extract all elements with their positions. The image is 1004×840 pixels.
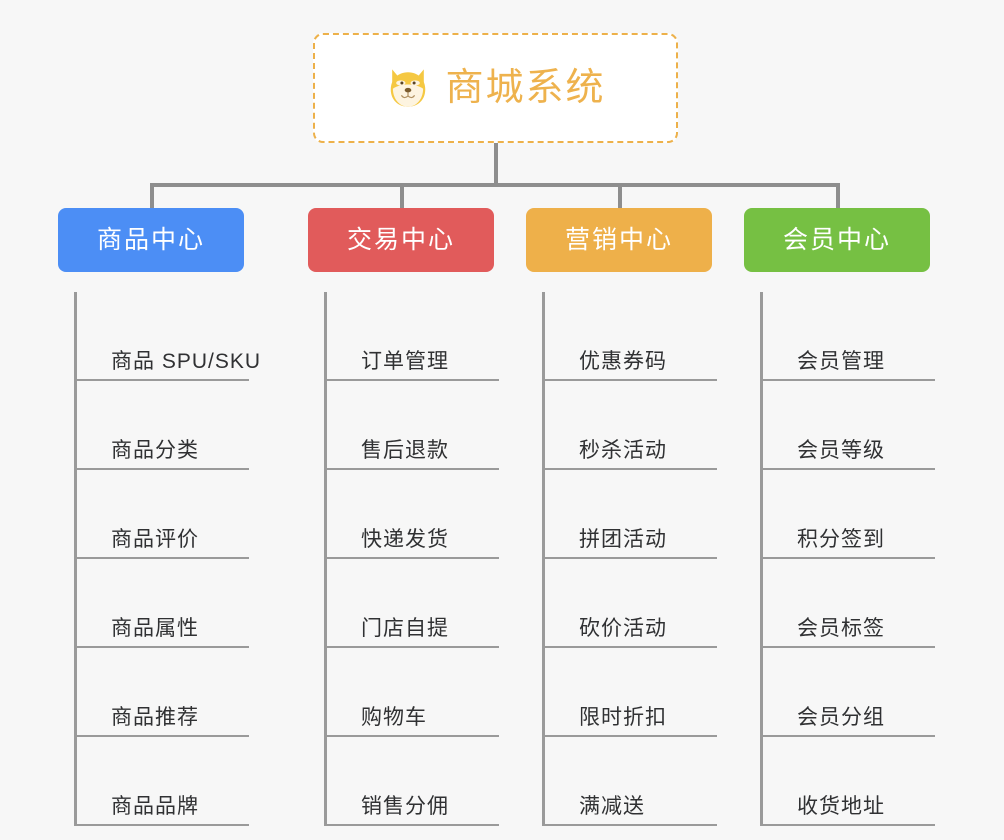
child-label: 快递发货 <box>361 527 449 551</box>
category-card-label: 商品中心 <box>96 225 205 254</box>
child-label: 商品评价 <box>111 527 199 551</box>
category-card-label: 营销中心 <box>564 225 673 254</box>
connector-stem <box>494 143 498 185</box>
category-card-member[interactable]: 会员中心 <box>744 208 930 272</box>
root-title: 商城系统 <box>445 67 606 109</box>
child-label: 拼团活动 <box>579 527 667 551</box>
list-item[interactable]: 会员分组 <box>763 648 935 737</box>
child-label: 销售分佣 <box>361 794 449 818</box>
child-label: 售后退款 <box>361 438 449 462</box>
list-item[interactable]: 拼团活动 <box>545 470 717 559</box>
category-card-label: 交易中心 <box>346 225 455 254</box>
category-card-label: 会员中心 <box>782 225 891 254</box>
child-label: 优惠券码 <box>579 349 667 373</box>
child-label: 收货地址 <box>797 794 885 818</box>
child-label: 限时折扣 <box>579 705 667 729</box>
list-item[interactable]: 商品 SPU/SKU <box>77 292 260 381</box>
list-item[interactable]: 积分签到 <box>763 470 935 559</box>
list-item[interactable]: 商品推荐 <box>77 648 249 737</box>
list-item[interactable]: 会员等级 <box>763 381 935 470</box>
child-label: 积分签到 <box>797 527 885 551</box>
child-label: 购物车 <box>361 705 427 729</box>
child-label: 商品推荐 <box>111 705 199 729</box>
list-item[interactable]: 商品属性 <box>77 559 249 648</box>
child-label: 商品 SPU/SKU <box>111 349 262 373</box>
list-item[interactable]: 商品评价 <box>77 470 249 559</box>
child-label: 门店自提 <box>361 616 449 640</box>
child-list-marketing: 优惠券码 秒杀活动 拼团活动 砍价活动 限时折扣 满减送 <box>542 292 717 826</box>
list-item[interactable]: 砍价活动 <box>545 559 717 648</box>
category-column-trade: 交易中心 订单管理 售后退款 快递发货 门店自提 购物车 <box>308 208 528 826</box>
child-label: 会员分组 <box>797 705 885 729</box>
child-list-trade: 订单管理 售后退款 快递发货 门店自提 购物车 销售分佣 <box>324 292 499 826</box>
child-label: 商品分类 <box>111 438 199 462</box>
list-item[interactable]: 优惠券码 <box>545 292 717 381</box>
list-item[interactable]: 门店自提 <box>327 559 499 648</box>
child-label: 订单管理 <box>361 349 449 373</box>
connector-drop-4 <box>836 183 840 209</box>
child-list-member: 会员管理 会员等级 积分签到 会员标签 会员分组 收货地址 <box>760 292 935 826</box>
child-label: 会员等级 <box>797 438 885 462</box>
category-column-marketing: 营销中心 优惠券码 秒杀活动 拼团活动 砍价活动 限时折扣 <box>526 208 746 826</box>
category-columns: 商品中心 商品 SPU/SKU 商品分类 商品评价 商品属性 商品推荐 <box>0 208 1004 840</box>
shiba-dog-face-icon <box>391 69 426 107</box>
child-label: 满减送 <box>579 794 645 818</box>
connector-drop-1 <box>150 183 154 209</box>
list-item[interactable]: 会员标签 <box>763 559 935 648</box>
category-column-member: 会员中心 会员管理 会员等级 积分签到 会员标签 会员分组 <box>744 208 964 826</box>
list-item[interactable]: 商品分类 <box>77 381 249 470</box>
child-label: 商品品牌 <box>111 794 199 818</box>
list-item[interactable]: 满减送 <box>545 737 717 826</box>
list-item[interactable]: 销售分佣 <box>327 737 499 826</box>
list-item[interactable]: 售后退款 <box>327 381 499 470</box>
child-label: 秒杀活动 <box>579 438 667 462</box>
list-item[interactable]: 订单管理 <box>327 292 499 381</box>
category-column-product: 商品中心 商品 SPU/SKU 商品分类 商品评价 商品属性 商品推荐 <box>58 208 278 826</box>
child-label: 会员标签 <box>797 616 885 640</box>
list-item[interactable]: 秒杀活动 <box>545 381 717 470</box>
child-list-product: 商品 SPU/SKU 商品分类 商品评价 商品属性 商品推荐 商品品牌 <box>74 292 260 826</box>
category-card-trade[interactable]: 交易中心 <box>308 208 494 272</box>
list-item[interactable]: 收货地址 <box>763 737 935 826</box>
child-label: 商品属性 <box>111 616 199 640</box>
category-card-product[interactable]: 商品中心 <box>58 208 244 272</box>
child-label: 会员管理 <box>797 349 885 373</box>
connector-horizontal-bar <box>150 183 840 187</box>
list-item[interactable]: 购物车 <box>327 648 499 737</box>
connector-drop-3 <box>618 183 622 209</box>
list-item[interactable]: 快递发货 <box>327 470 499 559</box>
root-node[interactable]: 商城系统 <box>313 33 678 143</box>
child-label: 砍价活动 <box>579 616 667 640</box>
category-card-marketing[interactable]: 营销中心 <box>526 208 712 272</box>
list-item[interactable]: 限时折扣 <box>545 648 717 737</box>
list-item[interactable]: 商品品牌 <box>77 737 249 826</box>
list-item[interactable]: 会员管理 <box>763 292 935 381</box>
connector-drop-2 <box>400 183 404 209</box>
